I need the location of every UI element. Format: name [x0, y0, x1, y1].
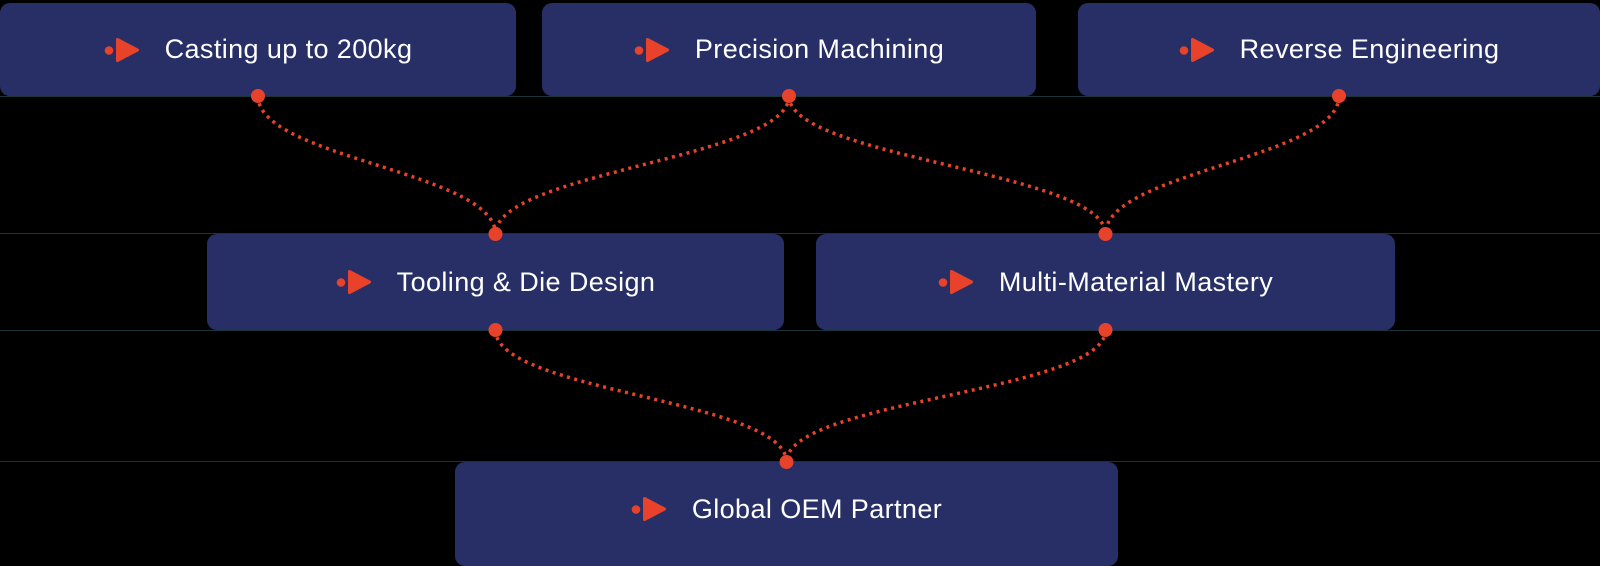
arrow-play-icon — [1179, 36, 1216, 64]
node-label: Tooling & Die Design — [396, 266, 656, 297]
arrow-play-icon — [631, 495, 668, 523]
node-label: Casting up to 200kg — [164, 34, 413, 64]
node-tooling-die-design: Tooling & Die Design — [207, 234, 784, 330]
node-reverse-engineering: Reverse Engineering — [1078, 3, 1600, 96]
node-global-oem-partner: Global OEM Partner — [455, 462, 1118, 566]
arrow-play-icon — [938, 268, 975, 296]
node-label: Precision Machining — [694, 34, 945, 64]
arrow-play-icon — [336, 268, 373, 296]
node-label: Reverse Engineering — [1239, 34, 1500, 64]
node-multi-material-mastery: Multi-Material Mastery — [816, 234, 1395, 330]
arrow-play-icon — [104, 36, 141, 64]
row-divider-line — [0, 96, 1600, 97]
node-precision-machining: Precision Machining — [542, 3, 1036, 96]
node-label: Multi-Material Mastery — [998, 266, 1274, 297]
arrow-play-icon — [634, 36, 671, 64]
node-label: Global OEM Partner — [691, 493, 943, 524]
row-divider-line — [0, 330, 1600, 331]
node-casting-up-to-200kg: Casting up to 200kg — [0, 3, 516, 96]
